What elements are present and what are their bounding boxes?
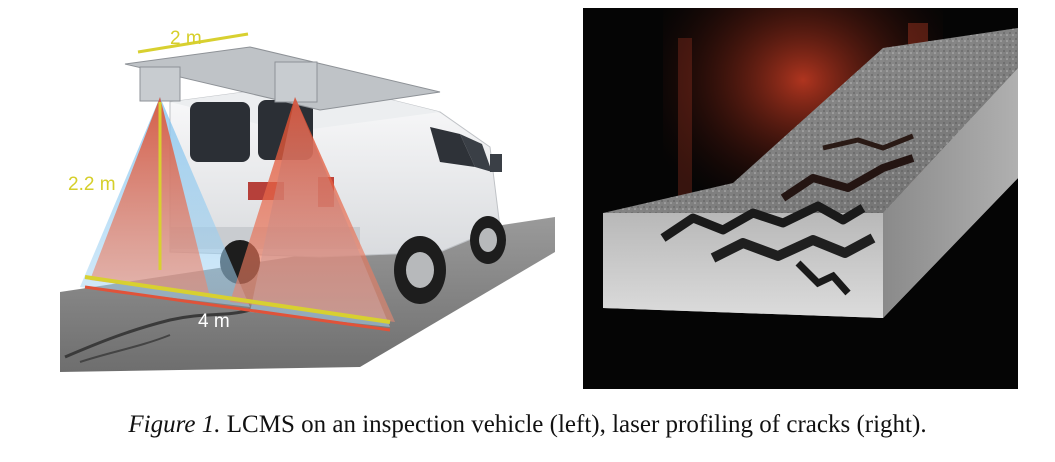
figure-caption: Figure 1. LCMS on an inspection vehicle … [0,411,1055,439]
lcms-sensor-rig [124,46,441,111]
lcms-vehicle-illustration: 2 m 2.2 m 4 m [60,28,555,372]
crack-profiling-illustration [583,8,1018,389]
road-crack [64,308,251,359]
laser-fan-right-red [230,97,395,322]
height-label: 2.2 m [68,174,116,195]
depth-label: 4 m [198,311,230,332]
caption-text: LCMS on an inspection vehicle (left), la… [220,411,927,438]
width-label: 2 m [170,28,202,49]
depth-dimension-line [84,275,391,324]
figure-label: Figure 1. [128,411,221,438]
pavement-cracks [660,133,915,296]
laser-fan-left-red [90,97,210,297]
width-dimension-line [137,32,249,54]
